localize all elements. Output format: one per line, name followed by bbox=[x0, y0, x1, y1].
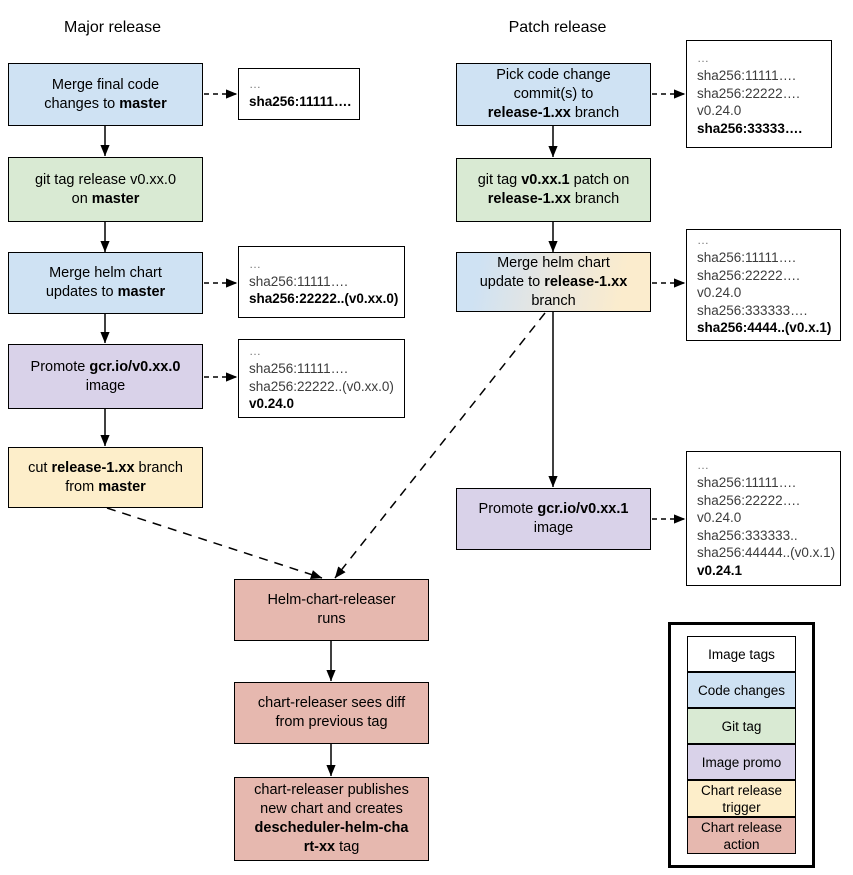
column-title-patch: Patch release bbox=[508, 19, 607, 36]
legend-item-label: Image tags bbox=[708, 646, 775, 662]
tag-line: sha256:22222…. bbox=[697, 267, 800, 283]
tag-line: … bbox=[697, 233, 710, 248]
tagbox-major-3: … sha256:11111….sha256:22222..(v0.xx.0) v0… bbox=[238, 339, 405, 418]
tag-line: sha256:33333…. bbox=[697, 120, 803, 136]
tag-line: … bbox=[249, 77, 262, 92]
legend-item-chart-release-action: Chart release action bbox=[687, 817, 796, 854]
tagbox-patch-3: … sha256:11111…. sha256:22222…. v0.24.0 sha2… bbox=[686, 451, 841, 586]
tag-line: sha256:11111…. bbox=[697, 68, 796, 83]
legend-item-image-promo: Image promo bbox=[687, 744, 796, 780]
tag-line: v0.24.0 bbox=[697, 285, 742, 301]
legend-item-label: Image promo bbox=[701, 754, 782, 770]
tag-line: sha256:4444..(v0.x.1) bbox=[697, 320, 832, 336]
tag-line: v0.24.1 bbox=[697, 562, 743, 578]
legend-item-git-tag: Git tag bbox=[687, 708, 796, 744]
tag-line: sha256:11111…. bbox=[249, 273, 348, 289]
tag-line: sha256:22222…. bbox=[697, 492, 800, 508]
tag-line: sha256:11111…. bbox=[697, 250, 796, 266]
tag-line: v0.24.0 bbox=[697, 510, 742, 525]
tagbox-major-2: … sha256:11111…. sha256:22222..(v0.xx.0) bbox=[238, 246, 405, 318]
column-title-major: Major release bbox=[64, 19, 161, 36]
tagbox-major-1: … sha256:11111…. bbox=[238, 68, 360, 120]
tag-line: sha256:11111…. bbox=[697, 475, 796, 490]
tag-line: sha256:333333…. bbox=[697, 302, 808, 318]
legend-item-label: Chart release action bbox=[700, 819, 783, 852]
tag-line: … bbox=[249, 256, 262, 271]
tag-line: sha256:22222..(v0.xx.0) bbox=[249, 378, 394, 394]
tag-line: … bbox=[697, 51, 710, 65]
tagbox-patch-1: … sha256:11111…. sha256:22222…. v0.24.0 sha2… bbox=[686, 40, 832, 148]
legend-item-chart-release-trigger: Chart release trigger bbox=[687, 780, 796, 817]
tag-line: sha256:22222…. bbox=[697, 85, 800, 101]
tag-line: sha256:333333.. bbox=[697, 527, 798, 543]
tag-line: v0.24.0 bbox=[249, 396, 295, 412]
tag-line: sha256:22222..(v0.xx.0) bbox=[249, 291, 399, 306]
legend-item-image-tags: Image tags bbox=[687, 636, 796, 672]
tag-line: sha256:11111…. bbox=[249, 361, 348, 377]
tag-line: … bbox=[249, 344, 262, 359]
tag-line: sha256:44444..(v0.x.1) bbox=[697, 545, 836, 560]
legend-item-label: Chart release trigger bbox=[700, 782, 783, 815]
legend-item-label: Git tag bbox=[721, 718, 762, 734]
legend-item-label: Code changes bbox=[697, 682, 786, 698]
legend-item-code-changes: Code changes bbox=[687, 672, 796, 708]
tag-line: sha256:11111…. bbox=[249, 94, 352, 110]
edge-cut-branch-to-releaser bbox=[106, 507, 323, 579]
tag-line: v0.24.0 bbox=[697, 103, 742, 118]
tag-line: … bbox=[697, 458, 710, 472]
